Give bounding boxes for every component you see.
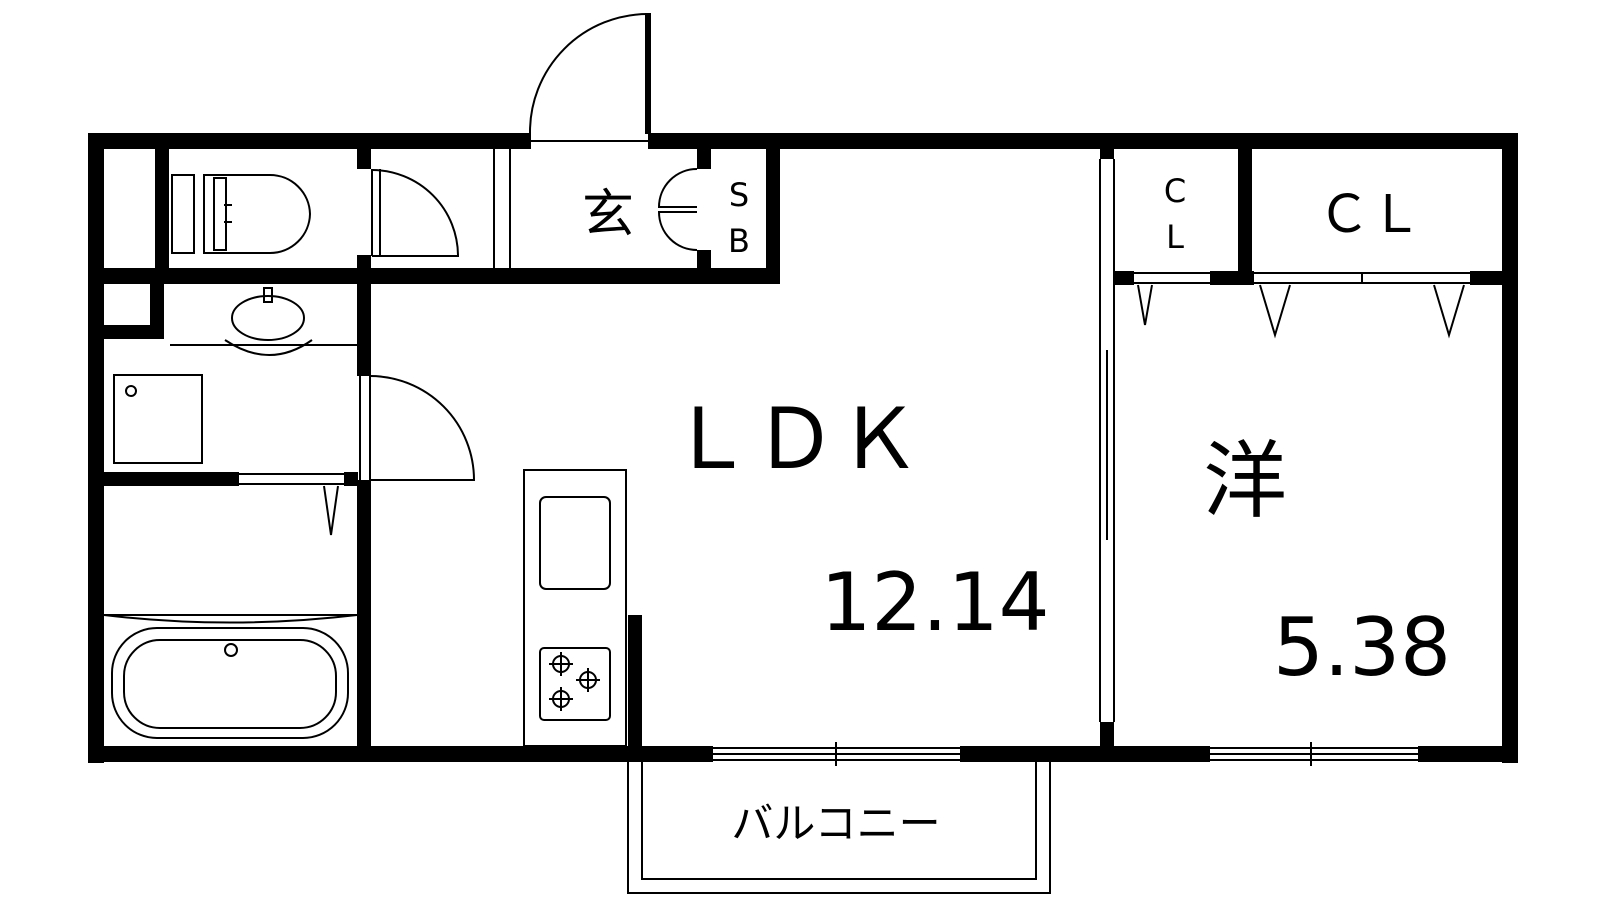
- wall-toilet-right-b: [357, 255, 371, 269]
- wall-cl-bottom-mid: [1210, 271, 1254, 285]
- bathtub-inner: [123, 639, 337, 729]
- entrance-door[interactable]: [528, 13, 651, 149]
- washing-machine-pan: [113, 374, 203, 464]
- ldk-size: 12.14: [820, 556, 1049, 649]
- labels: ＬＤＫ 12.14 洋 5.38 玄 S B C L ＣＬ バルコニー: [582, 172, 1451, 848]
- wall-ldk-western-bottom: [1100, 722, 1114, 748]
- stove-burner-1: [549, 652, 573, 676]
- cl-small-marker: [1137, 284, 1153, 326]
- wall-utility-stub-v: [150, 284, 164, 338]
- washbasin-tap: [263, 287, 273, 303]
- thin-lines: [104, 149, 1470, 722]
- western-label: 洋: [1203, 432, 1287, 530]
- wall-genkan-left: [697, 149, 711, 169]
- wall-utility-stub-h: [104, 325, 164, 339]
- ldk-label: ＬＤＫ: [669, 390, 921, 488]
- balcony-label: バルコニー: [731, 799, 940, 848]
- closet-small-label-top: C: [1164, 172, 1186, 210]
- wall-bath-top: [104, 472, 239, 486]
- toilet-door-swing: [371, 169, 460, 257]
- wall-bottom-right: [1418, 746, 1518, 762]
- wall-top-left: [88, 133, 530, 149]
- wall-left: [88, 133, 104, 763]
- washing-machine-outline: [113, 374, 203, 464]
- western-window: [1210, 742, 1418, 766]
- washbasin: [224, 287, 313, 356]
- toilet-seat-hinge: [213, 177, 227, 251]
- entrance-door-swing: [528, 13, 649, 134]
- toilet-door[interactable]: [371, 169, 460, 257]
- wall-bottom-left: [88, 746, 713, 762]
- wall-toilet-left: [155, 149, 169, 269]
- stove-burner-2: [576, 668, 600, 692]
- balcony-inner: [641, 762, 1037, 880]
- wall-cl-bottom-left: [1114, 271, 1134, 285]
- doors: [359, 13, 698, 481]
- closet-large-label: ＣＬ: [1318, 185, 1422, 245]
- washing-machine-drain: [125, 385, 137, 397]
- windows: [713, 742, 1418, 766]
- ldk-window: [713, 742, 960, 766]
- toilet-fixture: [171, 174, 312, 254]
- washroom-door[interactable]: [359, 375, 476, 481]
- wall-kitchen-stub: [628, 615, 642, 746]
- interior-walls: [104, 149, 1502, 748]
- toilet-bowl: [203, 174, 312, 254]
- wall-center-vertical-low: [357, 480, 371, 746]
- toilet-tank: [171, 174, 195, 254]
- shoebox-door-swing-bottom: [657, 211, 698, 251]
- kitchen-counter: [523, 469, 627, 747]
- entrance-label: 玄: [582, 185, 634, 245]
- balcony: [627, 762, 1051, 894]
- wall-cl-divider: [1238, 149, 1252, 283]
- balcony-outer: [627, 762, 1051, 894]
- washbasin-bowl: [231, 295, 305, 341]
- wall-genkan-left-b: [697, 250, 711, 270]
- wall-bath-top-right: [344, 472, 358, 486]
- wall-right: [1502, 133, 1518, 763]
- stove-burner-3: [549, 687, 573, 711]
- bath-door-marker: [323, 485, 339, 536]
- shoebox-doors[interactable]: [657, 168, 698, 251]
- bathtub-drain: [224, 643, 238, 657]
- wall-ldk-western-top: [1100, 149, 1114, 159]
- bath-top-curve: [103, 614, 358, 624]
- washroom-door-swing: [369, 375, 476, 481]
- wall-sb-right: [766, 149, 780, 283]
- cl-large-marker-a: [1259, 284, 1291, 339]
- western-size: 5.38: [1273, 601, 1451, 694]
- wall-toilet-right: [357, 149, 371, 169]
- bathtub-outer: [111, 627, 349, 739]
- bathtub: [103, 614, 358, 739]
- wall-center-vertical: [357, 284, 371, 376]
- kitchen-sink: [539, 496, 611, 590]
- closet-small-label-bottom: L: [1166, 218, 1184, 256]
- cl-large-marker-b: [1433, 284, 1465, 339]
- washbasin-counter: [224, 339, 313, 356]
- wall-utility-horizontal: [104, 268, 780, 284]
- shoebox-door-swing-top: [657, 168, 698, 208]
- wall-bottom-mid: [960, 746, 1210, 762]
- shoebox-label-bottom: B: [728, 222, 750, 260]
- entrance-door-leaf: [645, 13, 651, 134]
- kitchen-counter-outline: [523, 469, 627, 747]
- shoebox-label-top: S: [729, 176, 749, 214]
- closet-door-markers: [323, 284, 1465, 536]
- wall-cl-bottom-right: [1470, 271, 1502, 285]
- wall-top-right: [648, 133, 1516, 149]
- kitchen-stove: [539, 647, 611, 721]
- exterior-walls: [88, 133, 1518, 763]
